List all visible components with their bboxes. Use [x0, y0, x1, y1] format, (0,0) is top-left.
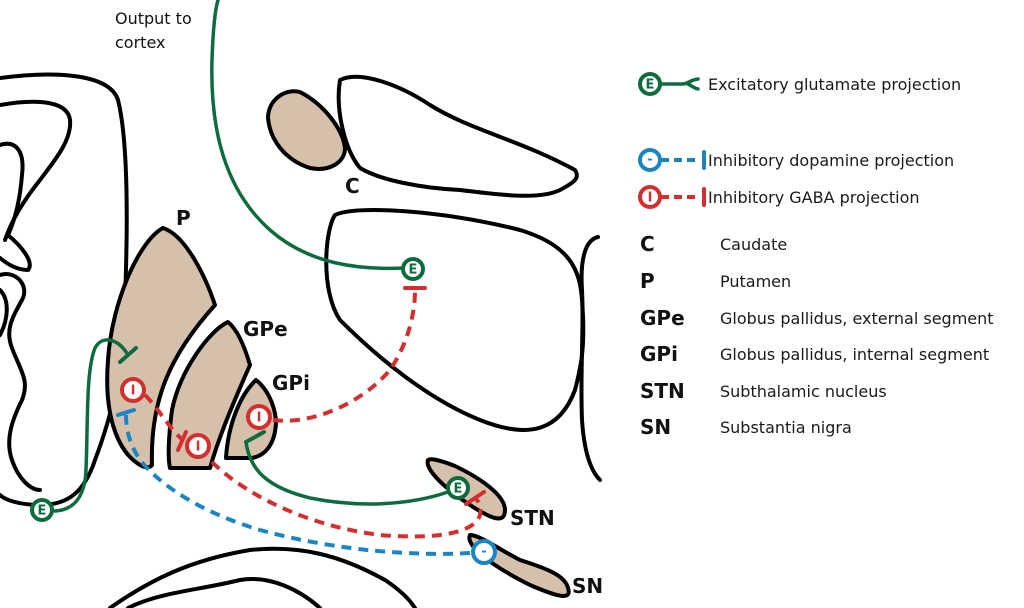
excitatory-badge-thalamus: E — [401, 257, 425, 281]
stn-inhibitory-terminal — [464, 490, 486, 506]
excitatory-badge-cortex: E — [30, 498, 54, 522]
abbreviation-key: GPe — [640, 306, 685, 330]
putamen-label: P — [176, 206, 191, 230]
caudate-label: C — [345, 174, 360, 198]
gaba-projection-symbol-icon: I — [638, 185, 706, 209]
inhibitory-badge-putamen: I — [120, 377, 146, 403]
svg-text:-: - — [481, 545, 486, 560]
abbreviation-description: Globus pallidus, external segment — [720, 308, 994, 328]
svg-text:E: E — [38, 504, 47, 519]
gpi-to-thalamus-projection — [272, 289, 417, 423]
inhibitory-badge-gpe: I — [185, 433, 211, 459]
ventricle-outline — [336, 74, 579, 198]
abbreviation-key: GPi — [640, 342, 678, 366]
putamen-excitatory-terminal — [118, 346, 138, 364]
abbreviation-description: Substantia nigra — [720, 417, 852, 437]
gpi-label: GPi — [272, 371, 310, 395]
legend-label-dopamine: Inhibitory dopamine projection — [708, 150, 955, 170]
projections — [53, 0, 486, 556]
putamen-to-gpe-projection — [143, 393, 185, 442]
sn-label: SN — [572, 574, 603, 598]
svg-text:E: E — [454, 482, 463, 497]
abbreviation-row: P Putamen — [640, 268, 791, 294]
abbreviation-description: Putamen — [720, 271, 792, 291]
region-labels: Output to cortex C P GPe GPi STN SN — [115, 9, 603, 598]
output-label-line2: cortex — [115, 33, 165, 52]
thalamus-to-cortex-projection — [210, 0, 407, 271]
caudate-nucleus[interactable] — [266, 89, 347, 171]
insula-fold — [0, 272, 42, 492]
abbreviation-description: Subthalamic nucleus — [720, 381, 887, 401]
abbreviation-row: GPe Globus pallidus, external segment — [640, 305, 994, 331]
output-label-line1: Output to — [115, 9, 192, 28]
excitatory-badge-stn: E — [446, 476, 470, 500]
stn-to-gpi-projection — [244, 440, 450, 506]
abbreviation-key: SN — [640, 415, 672, 439]
sn-to-putamen-projection — [124, 414, 471, 556]
cortex-inner-fold — [0, 99, 73, 242]
cortex-outer-fold — [0, 72, 129, 507]
gpe-label: GPe — [243, 317, 288, 341]
temporal-lobe-outline — [108, 546, 417, 608]
svg-text:I: I — [257, 411, 262, 426]
abbreviation-row: STN Subthalamic nucleus — [640, 378, 887, 404]
abbreviation-row: GPi Globus pallidus, internal segment — [640, 341, 989, 367]
svg-text:I: I — [196, 440, 201, 455]
excitatory-projection-symbol-icon: E — [638, 72, 700, 96]
abbreviation-key: P — [640, 269, 655, 293]
legend-item-gaba: I Inhibitory GABA projection — [636, 183, 920, 211]
legend-item-dopamine: - Inhibitory dopamine projection — [636, 146, 954, 174]
putamen-dopamine-terminal — [116, 408, 136, 417]
dopamine-projection-symbol-icon: - — [638, 148, 706, 172]
svg-text:E: E — [646, 78, 655, 93]
svg-text:I: I — [648, 191, 653, 206]
svg-text:E: E — [409, 263, 418, 278]
gpi-excitatory-terminal — [244, 430, 266, 444]
svg-text:I: I — [131, 384, 136, 399]
legend-label-excitatory: Excitatory glutamate projection — [708, 74, 962, 94]
insula-fold-2 — [0, 288, 9, 337]
abbreviation-row: SN Substantia nigra — [640, 414, 852, 440]
legend-item-excitatory: E Excitatory glutamate projection — [636, 70, 961, 98]
cortex-inner-fold-2 — [0, 141, 32, 272]
abbreviation-description: Caudate — [720, 234, 788, 254]
gpe-to-stn-projection — [210, 460, 483, 539]
abbreviation-key: STN — [640, 379, 685, 403]
nuclei — [105, 89, 571, 598]
globus-pallidus-external[interactable] — [166, 320, 252, 470]
stn-label: STN — [510, 506, 555, 530]
midline-outline — [579, 235, 602, 482]
abbreviation-row: C Caudate — [640, 231, 787, 257]
inhibitory-badge-gpi: I — [246, 404, 272, 430]
legend-label-gaba: Inhibitory GABA projection — [708, 187, 920, 207]
abbreviation-key: C — [640, 232, 655, 256]
temporal-lobe-inner — [126, 577, 322, 608]
dopamine-badge-sn: - — [471, 539, 497, 565]
svg-text:-: - — [647, 153, 652, 168]
thalamus-outline — [324, 208, 586, 432]
gpe-inhibitory-terminal — [176, 430, 188, 452]
abbreviation-description: Globus pallidus, internal segment — [720, 344, 990, 364]
cortex-to-putamen-projection — [53, 338, 130, 513]
badges: E E E I I I - — [30, 257, 497, 565]
